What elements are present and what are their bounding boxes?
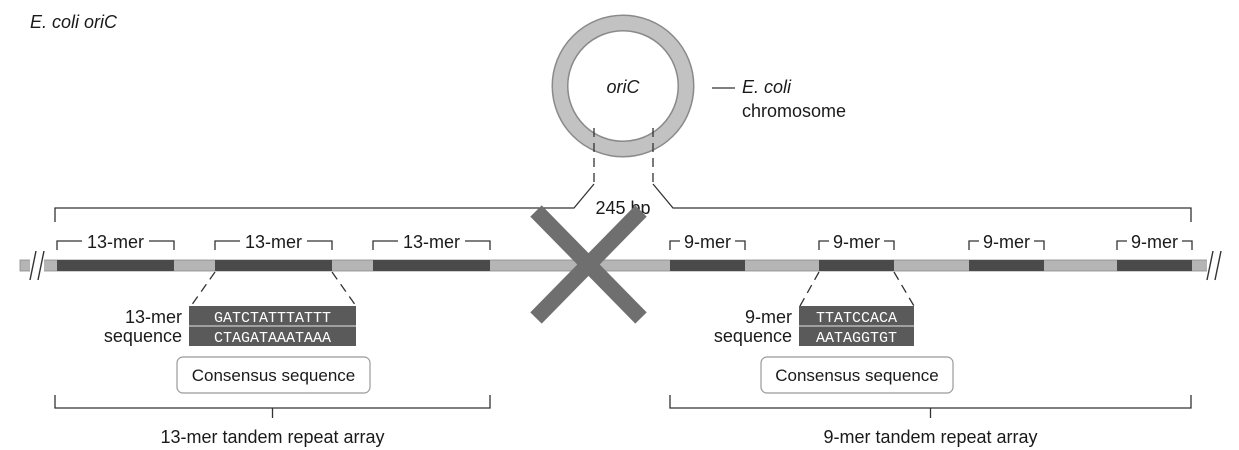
- break-mark-right: [1206, 250, 1222, 281]
- nine-mer-label: 9-mer: [983, 232, 1030, 252]
- nine-mer-sequence-label-line2: sequence: [714, 326, 792, 346]
- nine-mer-consensus-label: Consensus sequence: [775, 366, 939, 385]
- nine-mer-bottom-strand: AATAGGTGT: [816, 330, 897, 347]
- nine-mer-sequence-label-line1: 9-mer: [745, 307, 792, 327]
- thirteen-mer-sequence-label-line1: 13-mer: [125, 307, 182, 327]
- chromosome-label-species: E. coli: [742, 77, 792, 97]
- zoom-dashed-lines: [54, 128, 1192, 222]
- thirteen-mer-consensus-box: [176, 356, 371, 394]
- thirteen-mer-repeat: 13-mer: [372, 232, 491, 271]
- deletion-cross-mark: [530, 205, 647, 324]
- thirteen-mer-label: 13-mer: [245, 232, 302, 252]
- nine-mer-array-bracket: [669, 395, 1192, 409]
- chromosome-label-text: chromosome: [742, 101, 846, 121]
- diagram-title: E. coli oriC: [30, 12, 118, 32]
- thirteen-mer-expansion-lines: [190, 271, 357, 307]
- thirteen-mer-label: 13-mer: [403, 232, 460, 252]
- nine-mer-label: 9-mer: [1131, 232, 1178, 252]
- oric-label: oriC: [606, 77, 640, 97]
- nine-mer-expansion-lines: [799, 271, 915, 307]
- thirteen-mer-top-strand: GATCTATTTATTT: [214, 310, 331, 327]
- thirteen-mer-label: 13-mer: [87, 232, 144, 252]
- thirteen-mer-array-label: 13-mer tandem repeat array: [160, 427, 384, 447]
- thirteen-mer-repeat: 13-mer: [214, 232, 333, 271]
- thirteen-mer-array-bracket: [54, 395, 491, 409]
- nine-mer-consensus-box: [760, 356, 954, 394]
- thirteen-mer-bottom-strand: CTAGATAAATAAA: [214, 330, 331, 347]
- chromosome-circle: oriC: [551, 14, 695, 158]
- nine-mer-label: 9-mer: [684, 232, 731, 252]
- thirteen-mer-consensus-label: Consensus sequence: [192, 366, 356, 385]
- nine-mer-repeat: 9-mer: [818, 232, 895, 271]
- break-mark-left: [29, 250, 45, 281]
- nine-mer-array-label: 9-mer tandem repeat array: [823, 427, 1037, 447]
- thirteen-mer-sequence-label-line2: sequence: [104, 326, 182, 346]
- nine-mer-label: 9-mer: [833, 232, 880, 252]
- nine-mer-repeat: 9-mer: [1116, 232, 1193, 271]
- thirteen-mer-repeat: 13-mer: [56, 232, 175, 271]
- nine-mer-top-strand: TTATCCACA: [816, 310, 897, 327]
- nine-mer-repeat: 9-mer: [669, 232, 746, 271]
- nine-mer-repeat: 9-mer: [968, 232, 1045, 271]
